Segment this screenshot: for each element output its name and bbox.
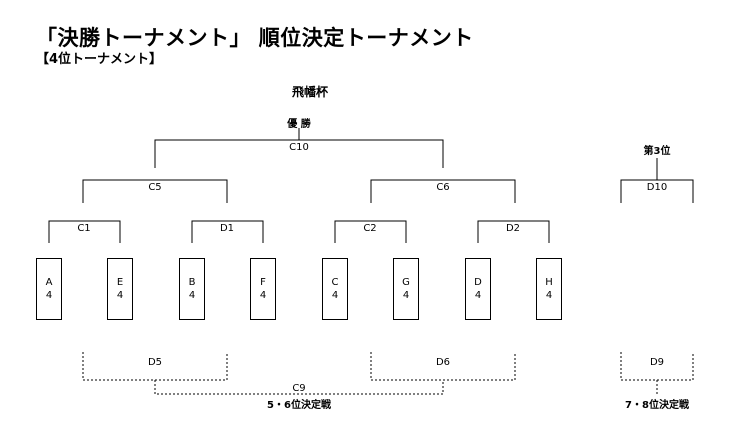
d2-bracket-line [477, 220, 550, 243]
page-title: 「決勝トーナメント」 順位決定トーナメント [36, 26, 474, 50]
team-name: F [260, 277, 266, 288]
page-subtitle: 【4位トーナメント】 [36, 52, 163, 67]
winner-label: 優 勝 [287, 119, 311, 130]
seventh-eighth-label: 7・8位決定戦 [625, 400, 689, 411]
c6-bracket-line [370, 179, 516, 203]
team-group: 4 [116, 290, 124, 301]
team-group: 4 [545, 290, 553, 301]
match-c2: C2 [363, 223, 377, 234]
fifth-sixth-label: 5・6位決定戦 [267, 400, 331, 411]
match-c5: C5 [148, 182, 162, 193]
team-name: H [545, 277, 553, 288]
team-group: 4 [474, 290, 482, 301]
cup-name: 飛幡杯 [291, 85, 328, 99]
c1-bracket-line [48, 220, 121, 243]
team-box: E 4 [107, 258, 133, 320]
team-name: B [188, 277, 196, 288]
match-c6: C6 [436, 182, 450, 193]
team-box: C 4 [322, 258, 348, 320]
d6-dotted-bracket [370, 352, 516, 381]
d1-bracket-line [191, 220, 264, 243]
team-box: A 4 [36, 258, 62, 320]
match-c10: C10 [289, 142, 309, 153]
d10-bracket-line [620, 179, 694, 203]
match-c9: C9 [292, 383, 306, 394]
team-name: E [116, 277, 124, 288]
c5-bracket-line [82, 179, 228, 203]
team-box: G 4 [393, 258, 419, 320]
match-d1: D1 [219, 223, 235, 234]
team-name: A [45, 277, 53, 288]
c9-dotted-bracket [154, 380, 444, 395]
match-d2: D2 [505, 223, 521, 234]
match-d9: D9 [649, 357, 665, 368]
third-place-label: 第3位 [643, 146, 671, 157]
team-group: 4 [188, 290, 196, 301]
match-d10: D10 [646, 182, 668, 193]
team-group: 4 [45, 290, 53, 301]
match-c1: C1 [77, 223, 91, 234]
match-d5: D5 [147, 357, 163, 368]
c2-bracket-line [334, 220, 407, 243]
team-box: F 4 [250, 258, 276, 320]
team-box: H 4 [536, 258, 562, 320]
team-name: D [474, 277, 482, 288]
team-name: G [402, 277, 410, 288]
team-box: B 4 [179, 258, 205, 320]
team-group: 4 [331, 290, 339, 301]
team-box: D 4 [465, 258, 491, 320]
match-d6: D6 [435, 357, 451, 368]
team-group: 4 [259, 290, 267, 301]
team-group: 4 [402, 290, 410, 301]
team-name: C [331, 277, 339, 288]
